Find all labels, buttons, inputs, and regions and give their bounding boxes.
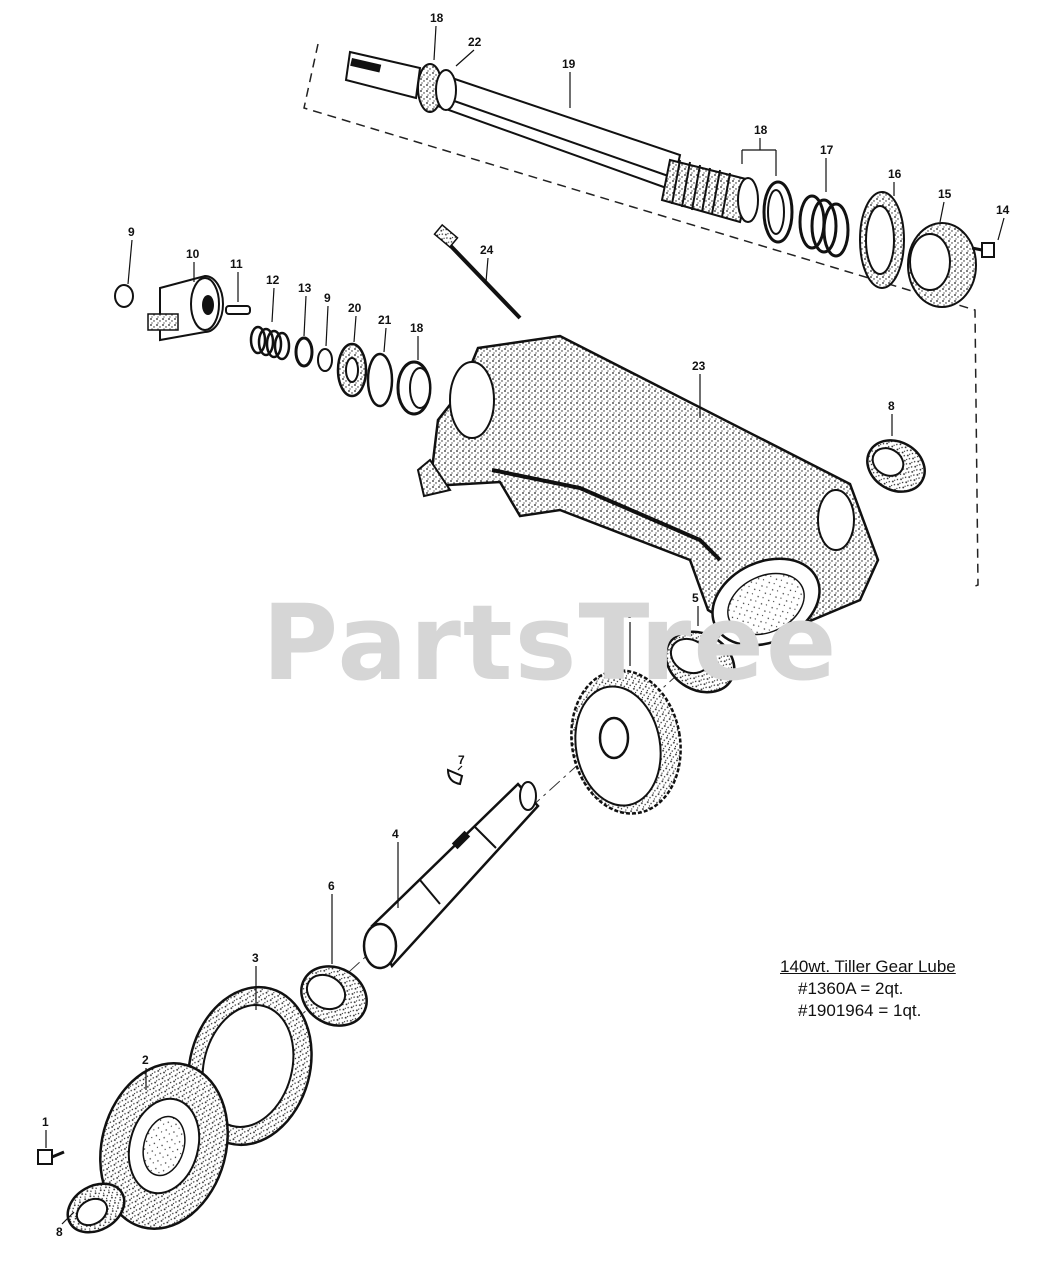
dipstick-24 [433,223,522,320]
callout-12: 12 [266,273,280,287]
bolt-14 [971,242,995,258]
pin-11 [225,305,251,315]
o-ring-9-mid [317,348,333,372]
spring-12 [249,325,291,361]
lube-note: 140wt. Tiller Gear Lube #1360A = 2qt. #1… [780,956,956,1022]
bearing-cone-18-top [417,63,457,113]
bearing-cup-18-right [762,180,794,244]
callout-17: 17 [820,143,834,157]
gasket-16 [859,191,905,289]
callout-19: 19 [562,57,576,71]
callout-5-housing: 5 [692,591,699,605]
coupling-10 [147,274,224,342]
callout-18-left: 18 [410,321,424,335]
worm-shaft [344,50,682,192]
worm-gear-6 [570,669,682,815]
callout-6-gear: 6 [626,607,633,621]
callout-21: 21 [378,313,392,327]
callout-8-lower: 8 [56,1225,63,1239]
axle-shaft-4 [362,781,540,970]
bearing-5 [664,630,736,694]
callout-14: 14 [996,203,1010,217]
oil-seal-20 [336,342,368,398]
callout-9-left: 9 [128,225,135,239]
callout-1: 1 [42,1115,49,1129]
callout-6-bearing: 6 [328,879,335,893]
gasket-3 [187,985,313,1147]
callout-3: 3 [252,951,259,965]
gear-housing-23 [416,334,880,647]
worm-gear [660,158,759,224]
callout-7: 7 [458,753,465,767]
callout-20: 20 [348,301,362,315]
woodruff-key-7 [446,768,464,786]
lube-note-line-1: #1360A = 2qt. [798,979,904,998]
snap-ring-21 [366,352,394,408]
bearing-6-lower [300,965,368,1027]
callout-2: 2 [142,1053,149,1067]
callout-18-right: 18 [754,123,768,137]
spring-17 [798,194,850,258]
callout-24: 24 [480,243,494,257]
side-cover-2 [99,1062,229,1230]
callout-numbers: 18 22 19 18 17 16 15 14 9 10 11 12 13 9 … [42,11,1010,1239]
group-outline [303,43,979,589]
callout-4: 4 [392,827,399,841]
bearing-8-right [866,439,926,493]
leader-lines [45,25,1005,1225]
end-cap-15 [907,222,977,308]
callout-15: 15 [938,187,952,201]
bearing-cup-18-left [396,360,432,416]
callout-9-mid: 9 [324,291,331,305]
callout-13: 13 [298,281,312,295]
callout-10: 10 [186,247,200,261]
o-ring-9-left [114,284,134,308]
callout-11: 11 [230,257,243,271]
callout-18-top: 18 [430,11,444,25]
bearing-8-lower [66,1182,126,1234]
lube-note-line-2: #1901964 = 1qt. [798,1001,922,1020]
washer-13 [294,336,314,368]
callout-16: 16 [888,167,902,181]
callout-23: 23 [692,359,706,373]
bolt-1 [37,1149,65,1165]
callout-22: 22 [468,35,482,49]
callout-8-right: 8 [888,399,895,413]
lube-note-heading: 140wt. Tiller Gear Lube [780,957,956,976]
